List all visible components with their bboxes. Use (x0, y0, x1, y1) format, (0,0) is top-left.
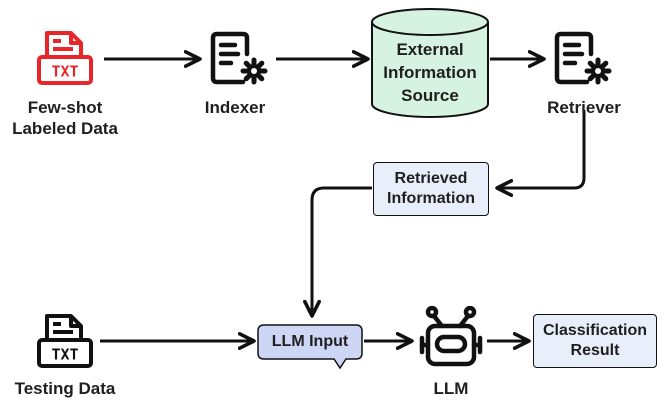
document-gear-icon (210, 31, 268, 85)
indexer-label: Indexer (204, 98, 266, 117)
classification-result-box: Classification Result (533, 314, 657, 368)
testing-data-label: Testing Data (14, 379, 116, 398)
arrow-retrieved-to-llminput (303, 186, 372, 318)
external-source-label: External Information Source (383, 40, 477, 105)
arrow-retriever-to-retrieved (495, 110, 586, 197)
txt-file-icon: TXT (37, 31, 93, 85)
svg-text:TXT: TXT (51, 63, 78, 81)
llm-input-bubble (257, 324, 363, 370)
document-gear-icon (554, 31, 612, 85)
llm-input-label: LLM Input (271, 333, 349, 350)
database-cylinder-icon (371, 8, 489, 118)
retriever-label: Retriever (547, 98, 621, 117)
svg-text:TXT: TXT (51, 346, 78, 364)
txt-file-icon: TXT (37, 314, 93, 368)
llm-label: LLM (433, 379, 469, 398)
retrieved-information-box: Retrieved Information (373, 162, 489, 216)
robot-icon (419, 306, 483, 367)
few-shot-label: Few-shot Labeled Data (12, 98, 118, 138)
